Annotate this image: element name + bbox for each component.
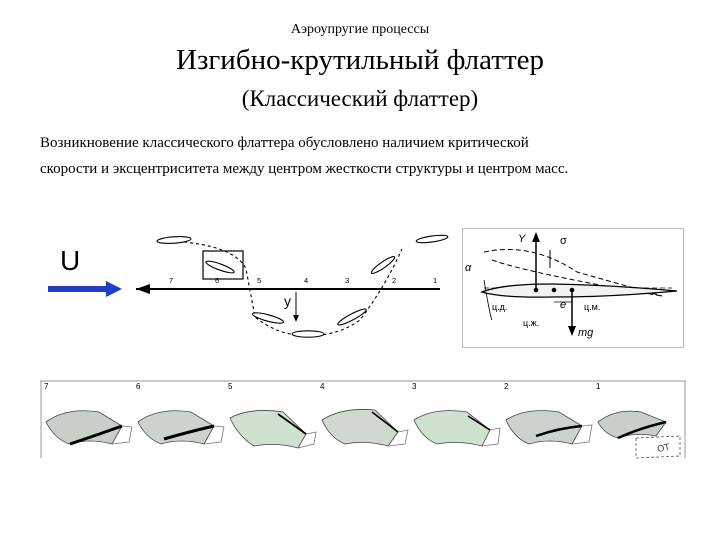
wing-frame-2: [505, 410, 593, 445]
wing-frame-1: ОТ: [597, 410, 681, 459]
station-2: 2: [392, 276, 396, 285]
lift-label: Y: [518, 233, 526, 245]
station-4: 4: [304, 276, 308, 285]
airfoil-positions: [156, 234, 449, 338]
alpha-label: α: [465, 262, 472, 274]
frame-number-6: 6: [136, 382, 141, 391]
weight-label: mg: [578, 327, 594, 339]
paragraph-line-2: скорости и эксцентриситета между центром…: [40, 161, 569, 177]
airfoil-section-diagram: Y σ α ц.д. ц.ж. e ц.м. mg: [462, 228, 684, 348]
lift-vector: [532, 232, 540, 290]
station-7: 7: [169, 276, 173, 285]
paragraph-line-1: Возникновение классического флаттера обу…: [40, 135, 529, 151]
supertitle: Аэроупругие процессы: [290, 22, 430, 37]
frame-number-2: 2: [504, 382, 509, 391]
displacement-label: y: [284, 293, 291, 309]
highlight-box: [202, 250, 244, 280]
wing-frame-3: [413, 410, 501, 447]
frame-1-label: ОТ: [656, 441, 671, 453]
station-3: 3: [345, 276, 349, 285]
mass-center-label: ц.м.: [584, 302, 600, 312]
airfoil-profile: [480, 283, 678, 298]
flow-arrow: [48, 281, 122, 297]
wing-frame-5: [229, 410, 317, 449]
flexural-center-label: ц.ж.: [523, 318, 539, 328]
intro-paragraph: Возникновение классического флаттера обу…: [40, 130, 700, 182]
frame-number-3: 3: [412, 382, 417, 391]
sigma-label: σ: [560, 235, 567, 247]
station-6: 6: [215, 276, 219, 285]
frame-number-1: 1: [596, 382, 601, 391]
page-title: Изгибно-крутильный флаттер: [176, 44, 544, 76]
station-5: 5: [257, 276, 261, 285]
velocity-label: U: [60, 245, 80, 276]
frame-number-4: 4: [320, 382, 325, 391]
flutter-cycle-diagram: U 7 6 5 4 3 2 1 y: [48, 234, 449, 338]
wing-frame-4: [321, 409, 409, 447]
gravity-vector: [568, 290, 576, 336]
frame-number-7: 7: [44, 382, 49, 391]
page-subtitle: (Классический флаттер): [241, 86, 479, 111]
displacement-marker: y: [284, 292, 299, 322]
station-1: 1: [433, 276, 437, 285]
mean-axis: [136, 284, 440, 294]
wing-frame-6: [137, 410, 225, 445]
wing-frame-7: [45, 410, 133, 446]
pressure-center-label: ц.д.: [492, 302, 507, 312]
wing-deformation-strip: 7 6 5 4 3 2 1 ОТ: [40, 380, 686, 459]
frame-number-5: 5: [228, 382, 233, 391]
eccentricity-label: e: [560, 299, 566, 311]
